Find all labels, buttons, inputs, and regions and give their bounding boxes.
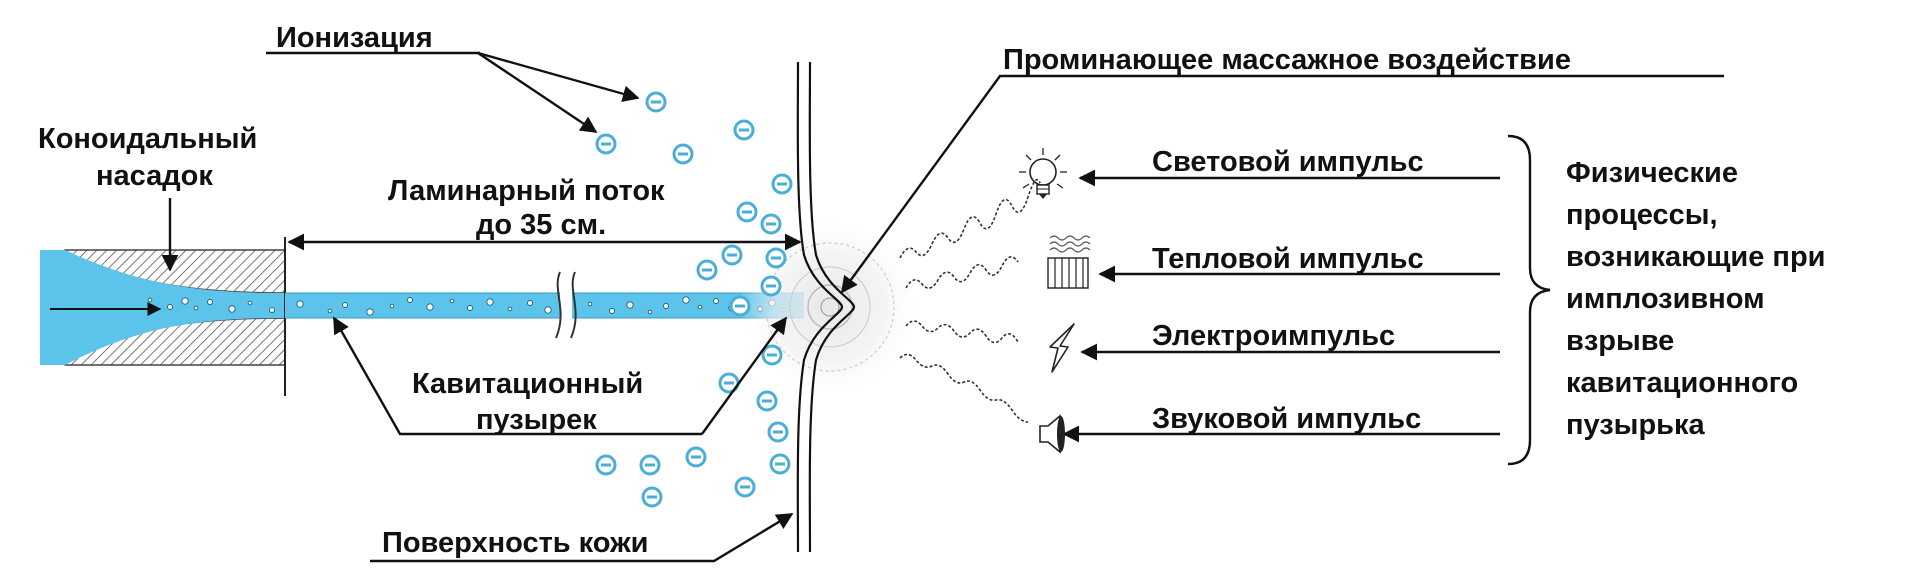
lightning-icon xyxy=(1049,323,1075,373)
bubble-label-line1: Кавитационный xyxy=(412,368,643,400)
physics-description: Физические процессы, возникающие при имп… xyxy=(1566,157,1826,441)
bubble xyxy=(342,302,348,308)
ion-icon xyxy=(771,173,793,195)
physics-line: процессы, xyxy=(1566,199,1718,231)
ion-icon xyxy=(733,119,755,141)
massage-label: Проминающее массажное воздействие xyxy=(1003,44,1571,76)
ionization-label: Ионизация xyxy=(276,22,433,54)
wave-to-electro xyxy=(905,320,1019,344)
physics-line: возникающие при xyxy=(1566,241,1826,273)
ion-icon xyxy=(721,244,743,266)
electro-pulse-label: Электроимпульс xyxy=(1152,320,1395,352)
bubble xyxy=(713,298,719,304)
nozzle-label-line2: насадок xyxy=(96,160,213,192)
ion-icon xyxy=(639,454,661,476)
bubble xyxy=(527,300,533,306)
ion-icon xyxy=(685,446,707,468)
bubble xyxy=(407,297,413,303)
ion-icon xyxy=(767,421,789,443)
ion-icon xyxy=(672,143,694,165)
ion-icon xyxy=(760,275,782,297)
bubble xyxy=(587,301,593,307)
skin-label: Поверхность кожи xyxy=(382,527,649,559)
heat-pulse-label: Тепловой импульс xyxy=(1152,243,1424,275)
wave-to-heat xyxy=(905,256,1019,289)
bubble xyxy=(207,299,213,305)
wave-to-sound xyxy=(899,353,1029,423)
ion-icon xyxy=(734,476,756,498)
physics-line: пузырька xyxy=(1566,409,1705,441)
bubble-pointer-2 xyxy=(701,316,787,435)
bubble xyxy=(697,304,703,310)
ion-icon xyxy=(760,213,782,235)
bubble xyxy=(647,309,653,315)
bubble xyxy=(269,307,275,313)
bubble xyxy=(147,297,153,303)
break-mark-2 xyxy=(570,271,577,339)
ion-icon xyxy=(769,453,791,475)
light-bulb-icon xyxy=(1019,148,1067,199)
bubble xyxy=(467,305,473,311)
ion-icon xyxy=(595,454,617,476)
break-mark xyxy=(555,271,562,339)
ion-icon xyxy=(756,390,778,412)
ion-icon xyxy=(696,259,718,281)
bubble xyxy=(296,300,304,308)
bubble xyxy=(663,303,669,309)
physics-line: кавитационного xyxy=(1566,367,1798,399)
nozzle-water xyxy=(40,250,285,365)
ion-icon xyxy=(645,91,667,113)
bubble xyxy=(247,300,253,306)
sound-pulse-label: Звуковой импульс xyxy=(1152,403,1421,435)
bubble xyxy=(228,305,236,313)
physics-line: имплозивном xyxy=(1566,283,1765,315)
light-pulse-label: Световой импульс xyxy=(1152,146,1424,178)
ion-icon xyxy=(641,486,663,508)
physics-line: Физические xyxy=(1566,157,1738,189)
nozzle-label-line1: Коноидальный xyxy=(38,123,257,155)
bubble xyxy=(682,296,690,304)
bubble xyxy=(544,306,552,314)
ion-icon xyxy=(736,201,758,223)
bubble xyxy=(609,308,615,314)
laminar-label-line1: Ламинарный поток xyxy=(388,175,665,207)
bubble xyxy=(167,304,173,310)
ion-icon xyxy=(761,344,783,366)
bubble-label-line2: пузырек xyxy=(476,404,597,436)
bubble xyxy=(327,308,333,314)
speaker-icon xyxy=(1039,414,1065,454)
skin-pointer xyxy=(370,512,794,563)
wave-to-light xyxy=(899,178,1041,259)
bubble xyxy=(181,297,189,305)
ions xyxy=(595,91,793,508)
ion-icon xyxy=(765,247,787,269)
stream-left xyxy=(285,293,560,318)
bubble xyxy=(507,306,513,312)
ion-icon xyxy=(595,133,617,155)
radiator-icon xyxy=(1047,235,1091,289)
bubble xyxy=(389,303,395,309)
bubble-pointer xyxy=(332,316,702,436)
massage-pointer xyxy=(841,74,1724,294)
bubble xyxy=(626,301,634,309)
ion-icon xyxy=(729,295,751,317)
bubble xyxy=(426,303,434,311)
curly-brace xyxy=(1507,134,1551,466)
skin-surface xyxy=(796,61,856,553)
bubble xyxy=(486,298,494,306)
physics-line: взрыве xyxy=(1566,325,1674,357)
bubble xyxy=(449,298,455,304)
bubble xyxy=(366,308,374,316)
conoidal-nozzle xyxy=(40,237,286,396)
laminar-label-line2: до 35 см. xyxy=(476,209,606,241)
bubble xyxy=(193,305,199,311)
